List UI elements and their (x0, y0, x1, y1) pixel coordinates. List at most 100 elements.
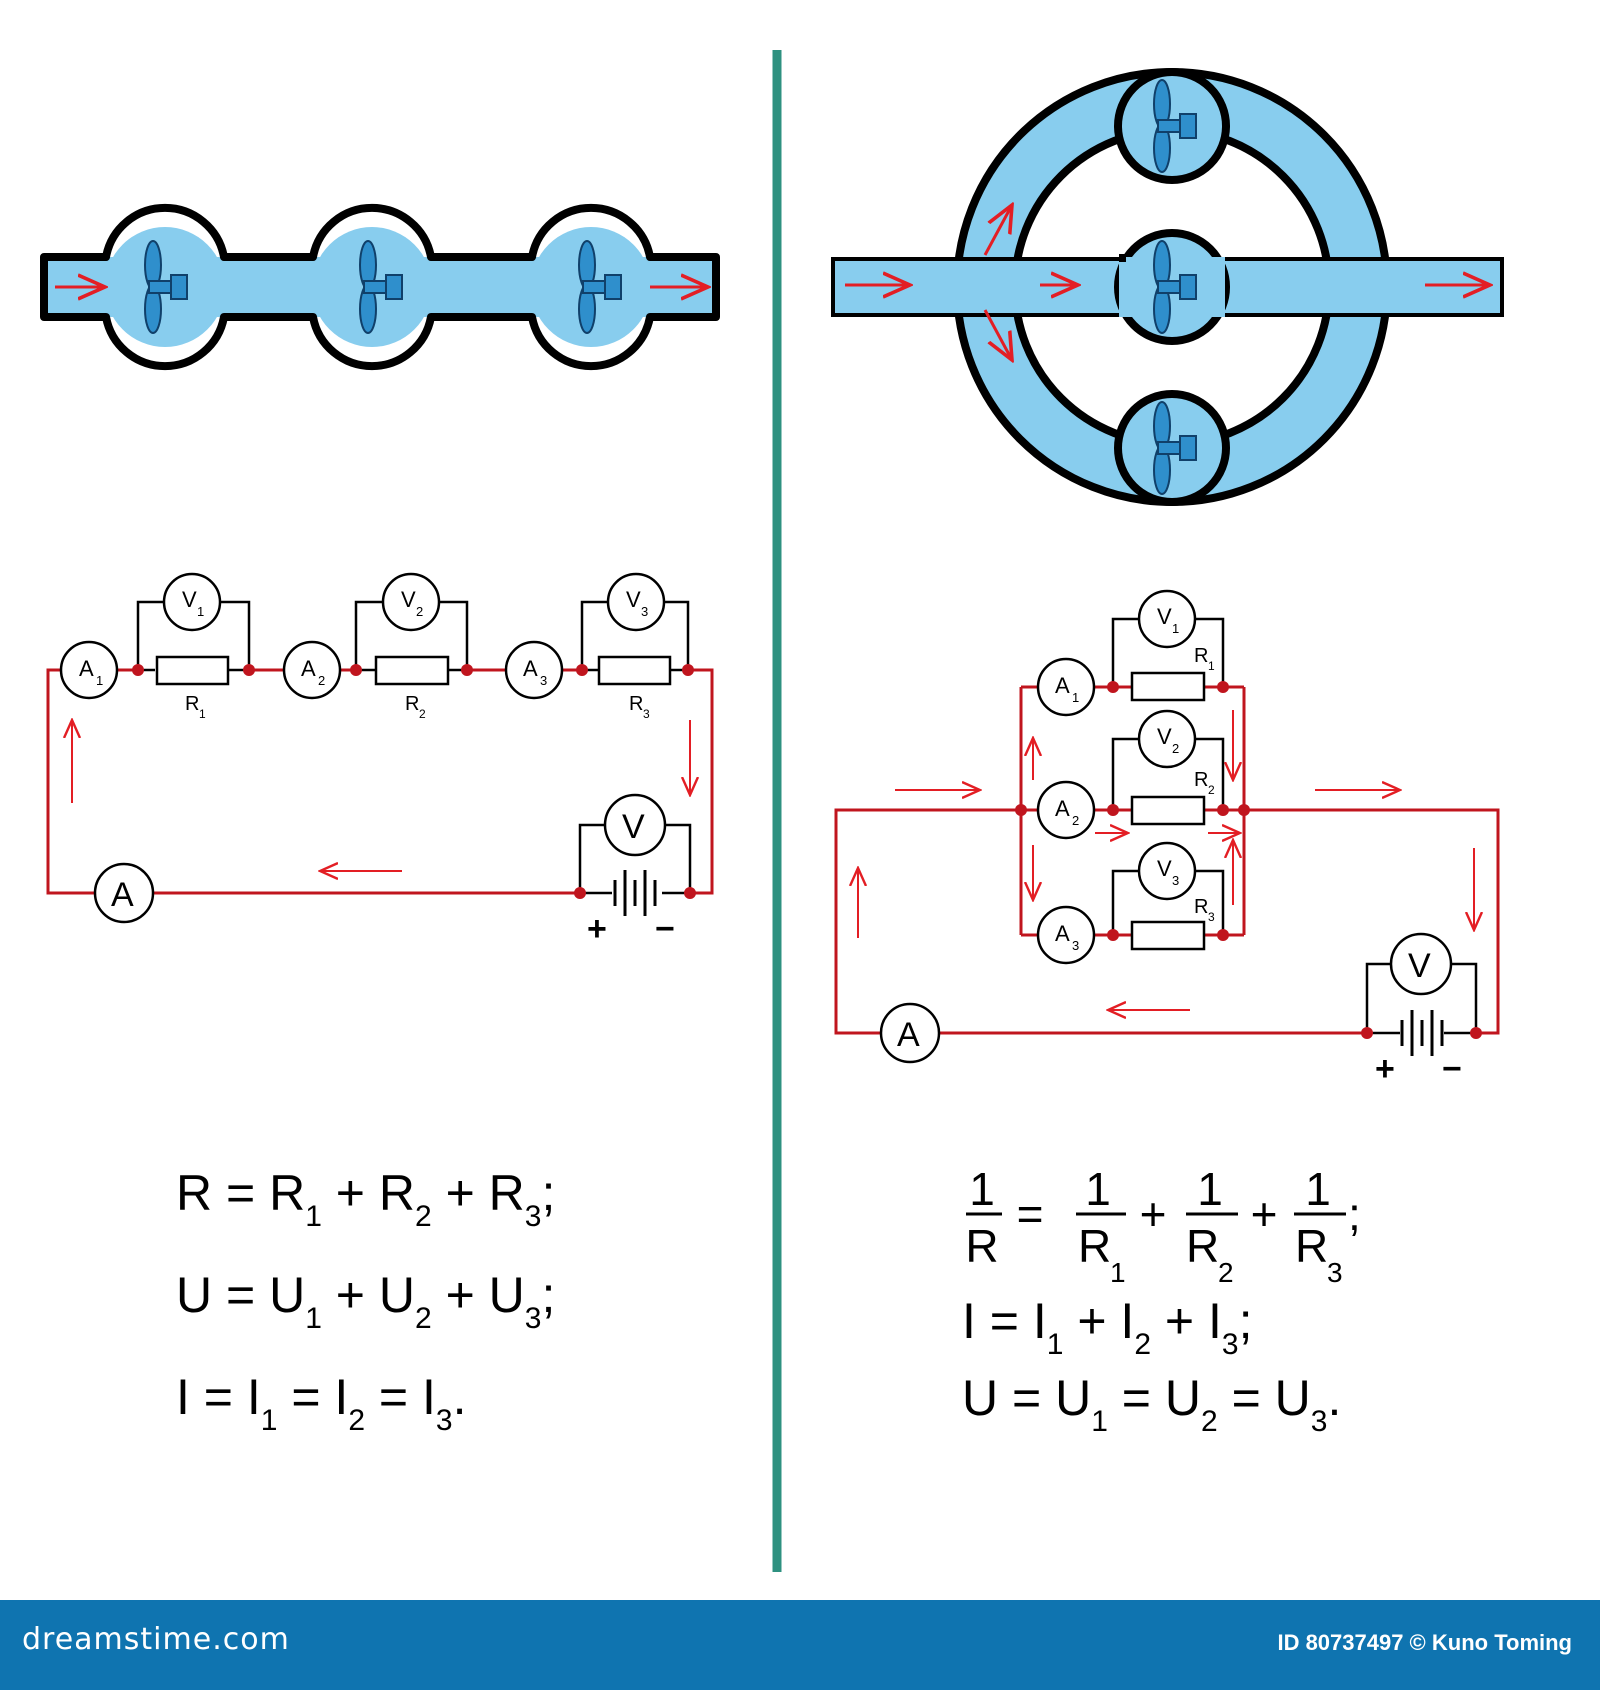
svg-text:3: 3 (643, 707, 650, 721)
main-voltmeter (603, 793, 667, 857)
main-voltmeter-label: V (622, 808, 645, 846)
svg-text:1: 1 (1197, 1163, 1223, 1215)
resistor-label: R (405, 693, 419, 715)
flow-arrow (983, 205, 1012, 256)
formula-voltage: U = U1 = U2 = U3. (962, 1370, 1341, 1438)
svg-text:1: 1 (199, 707, 206, 721)
resistor-label: R (185, 693, 199, 715)
parallel-circuit: A 1 A 2 A 3 V 1 V 2 V 3 R 1 R 2 R 3 V A … (834, 589, 1500, 1088)
svg-text:3: 3 (1327, 1257, 1343, 1288)
svg-text:2: 2 (416, 604, 423, 619)
voltmeter-v2 (1137, 709, 1197, 769)
resistor-label: R (1194, 769, 1208, 791)
voltmeter-label: V (1157, 604, 1172, 629)
formula-resistance: R = R1 + R2 + R3; (176, 1165, 555, 1233)
resistor-r3 (1130, 920, 1206, 951)
battery-plus: + (1375, 1050, 1395, 1088)
ammeter-a3 (504, 640, 564, 700)
battery-icon (613, 870, 657, 916)
main-voltmeter (1389, 932, 1453, 996)
resistor-r2 (1130, 795, 1206, 826)
battery-icon (1400, 1010, 1444, 1056)
formula-voltage: U = U1 + U2 + U3; (176, 1267, 555, 1335)
svg-text:2: 2 (318, 673, 325, 688)
parallel-pipe-diagram (831, 68, 1504, 506)
brand-logo[interactable]: dreamstime.com (22, 1622, 290, 1657)
svg-text:1: 1 (1110, 1257, 1126, 1288)
svg-text:2: 2 (1218, 1257, 1234, 1288)
svg-text:1: 1 (1072, 690, 1079, 705)
ammeter-a1 (1036, 657, 1096, 717)
svg-text:1: 1 (969, 1163, 995, 1215)
series-pipe-diagram (40, 203, 720, 371)
ammeter-label: A (301, 656, 316, 681)
svg-text:3: 3 (540, 673, 547, 688)
voltmeter-v1 (1137, 589, 1197, 649)
svg-text:3: 3 (641, 604, 648, 619)
voltmeter-label: V (401, 587, 416, 612)
svg-text:2: 2 (1208, 783, 1215, 797)
main-ammeter (93, 862, 155, 924)
svg-text:R: R (1186, 1220, 1219, 1272)
footer-bar: dreamstime.com ID 80737497 © Kuno Toming (0, 1600, 1600, 1690)
svg-text:3: 3 (1208, 910, 1215, 924)
ammeter-label: A (523, 656, 538, 681)
battery-minus: − (1442, 1050, 1462, 1088)
resistor-label: R (1194, 896, 1208, 918)
resistor-r2 (374, 655, 450, 686)
formula-current: I = I1 = I2 = I3. (176, 1369, 466, 1437)
svg-text:1: 1 (1172, 621, 1179, 636)
svg-text:=: = (1017, 1188, 1044, 1240)
svg-text:3: 3 (1172, 873, 1179, 888)
svg-text:;: ; (1348, 1188, 1361, 1240)
battery-plus: + (587, 910, 607, 948)
main-ammeter-label: A (897, 1016, 920, 1054)
svg-text:2: 2 (1172, 741, 1179, 756)
svg-text:1: 1 (197, 604, 204, 619)
voltmeter-v1 (162, 572, 222, 632)
ammeter-label: A (1055, 921, 1070, 946)
main-voltmeter-label: V (1408, 947, 1431, 985)
svg-text:3: 3 (1072, 938, 1079, 953)
ammeter-a2 (282, 640, 342, 700)
svg-text:1: 1 (1305, 1163, 1331, 1215)
voltmeter-label: V (626, 587, 641, 612)
main-ammeter (879, 1002, 941, 1064)
series-circuit: A 1 A 2 A 3 V 1 V 2 V 3 R 1 R 2 R 3 V A … (46, 572, 714, 948)
voltmeter-label: V (1157, 724, 1172, 749)
svg-text:1: 1 (1085, 1163, 1111, 1215)
resistor-r3 (597, 655, 672, 686)
ammeter-a2 (1036, 780, 1096, 840)
resistor-label: R (1194, 645, 1208, 667)
svg-text:1: 1 (1208, 659, 1215, 673)
voltmeter-v3 (606, 572, 666, 632)
series-formulas: R = R1 + R2 + R3; U = U1 + U2 + U3; I = … (176, 1165, 555, 1437)
parallel-formulas: 1 R = 1 R 1 + 1 R 2 + 1 R 3 ; I = I1 + I… (962, 1163, 1361, 1438)
ammeter-label: A (1055, 796, 1070, 821)
ammeter-label: A (1055, 673, 1070, 698)
svg-text:2: 2 (419, 707, 426, 721)
svg-text:R: R (1295, 1220, 1328, 1272)
formula-current: I = I1 + I2 + I3; (962, 1293, 1252, 1361)
voltmeter-v3 (1137, 841, 1197, 901)
svg-text:+: + (1251, 1188, 1278, 1240)
formula-resistance: 1 R = 1 R 1 + 1 R 2 + 1 R 3 ; (965, 1163, 1360, 1288)
circuit-diagram: A 1 A 2 A 3 V 1 V 2 V 3 R 1 R 2 R 3 V A … (40, 50, 1504, 1572)
ammeter-label: A (79, 656, 94, 681)
ammeter-a3 (1036, 905, 1096, 965)
resistor-r1 (1130, 671, 1206, 702)
ammeter-a1 (59, 640, 119, 700)
voltmeter-label: V (182, 587, 197, 612)
svg-text:+: + (1140, 1188, 1167, 1240)
svg-text:1: 1 (96, 673, 103, 688)
battery-minus: − (655, 910, 675, 948)
svg-text:R: R (1078, 1220, 1111, 1272)
resistor-label: R (629, 693, 643, 715)
resistor-r1 (155, 655, 230, 686)
flow-arrow (983, 309, 1012, 360)
svg-text:2: 2 (1072, 813, 1079, 828)
image-credit: ID 80737497 © Kuno Toming (1277, 1630, 1572, 1655)
main-ammeter-label: A (111, 876, 134, 914)
svg-text:R: R (965, 1220, 998, 1272)
voltmeter-v2 (381, 572, 441, 632)
